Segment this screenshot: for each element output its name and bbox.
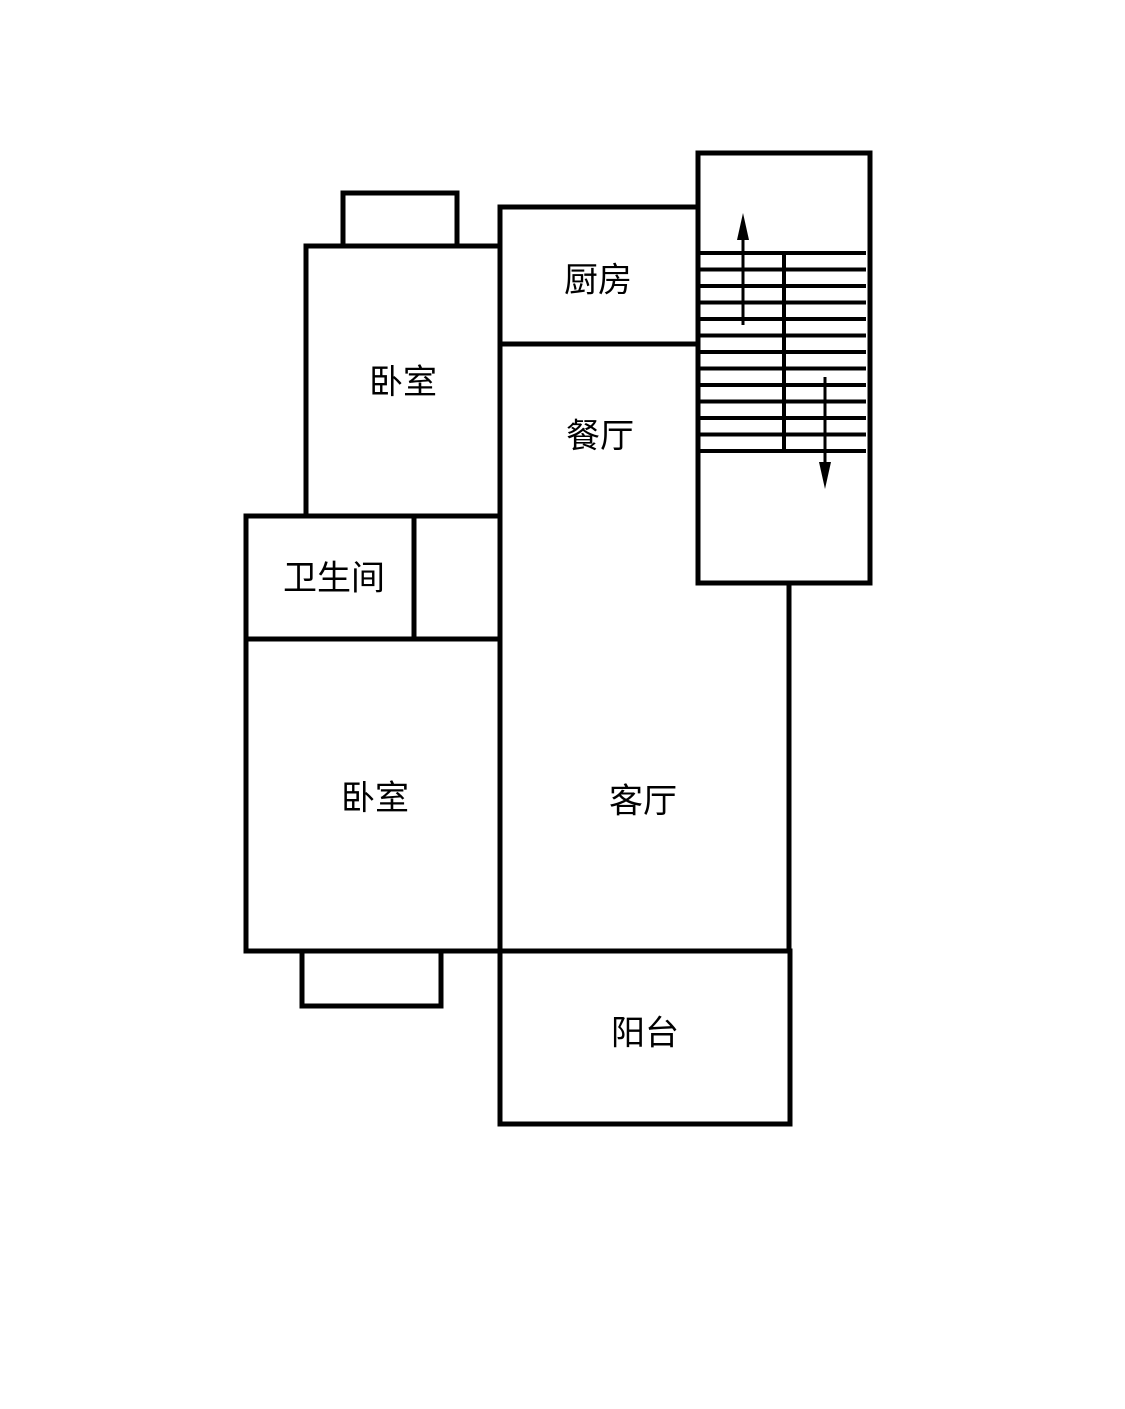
- bay-window-bottom: [299, 948, 444, 1009]
- balcony-walls: [497, 948, 793, 1127]
- room-label-kitchen: 厨房: [564, 261, 632, 301]
- bay-window-top: [340, 190, 460, 249]
- stair-up-arrow-icon: [737, 213, 749, 325]
- room-label-bedroom-bottom: 卧室: [341, 779, 409, 819]
- room-label-balcony: 阳台: [611, 1014, 679, 1054]
- room-label-bathroom: 卫生间: [283, 559, 385, 599]
- room-label-bedroom-top: 卧室: [369, 363, 437, 403]
- room-label-living: 客厅: [609, 782, 677, 822]
- stair-down-arrow-icon: [819, 377, 831, 489]
- room-label-dining: 餐厅: [566, 417, 634, 457]
